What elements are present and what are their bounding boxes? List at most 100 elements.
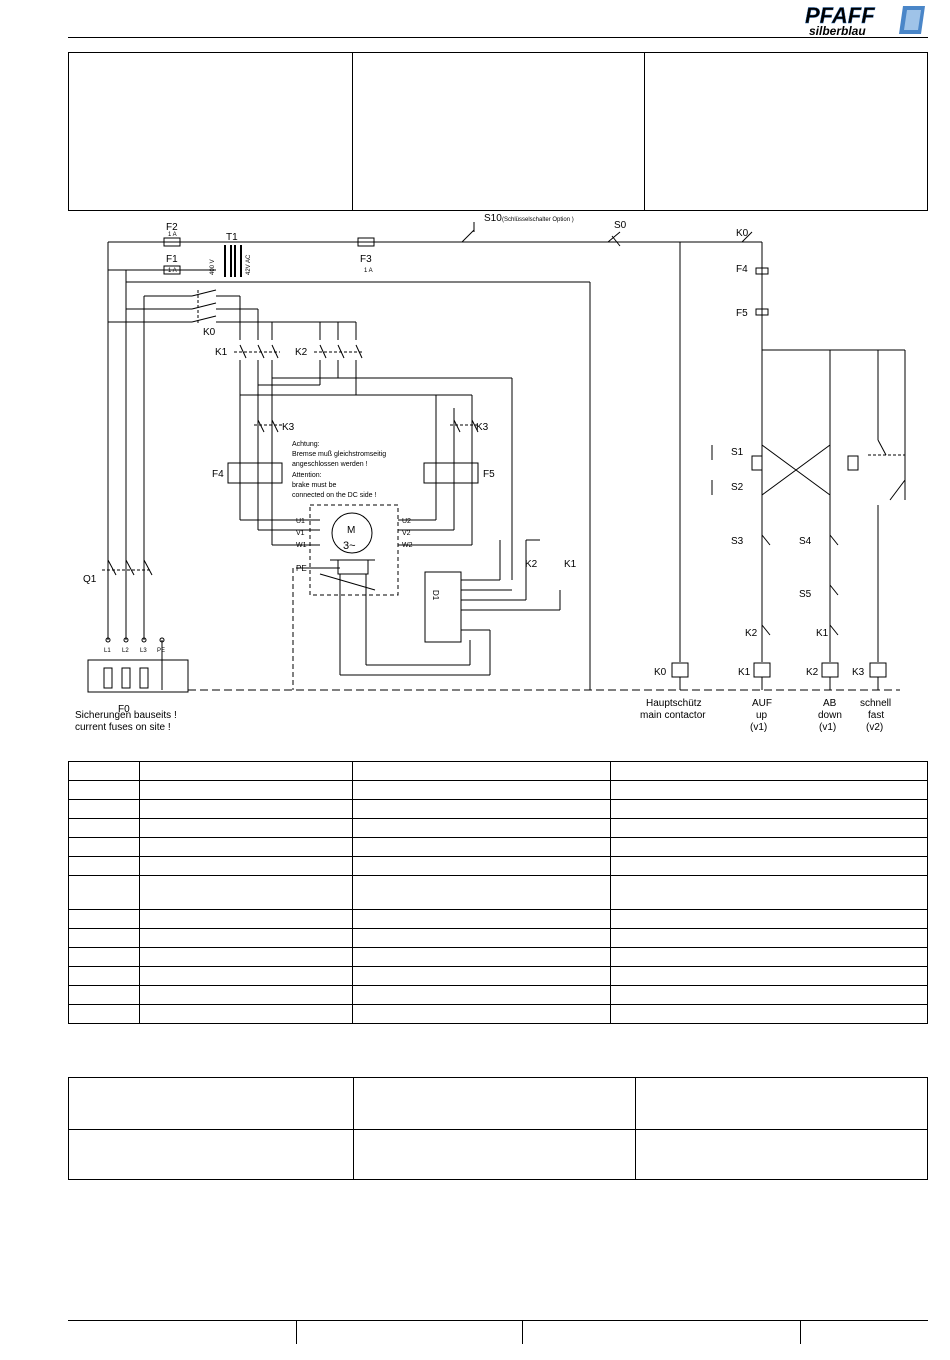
table-row: [68, 1129, 928, 1180]
coil-K2: [821, 662, 839, 678]
label-F4-top: F4: [736, 264, 748, 275]
label-U1: U1: [296, 518, 305, 525]
overload-F4: [227, 462, 283, 484]
title-block-divider: [644, 52, 645, 211]
fuses-note-en: current fuses on site !: [75, 722, 171, 733]
parts-list-table: [68, 761, 928, 1024]
label-PE-motor: PE: [296, 564, 307, 573]
label-K1-brake: K1: [564, 559, 577, 570]
label-S0: S0: [614, 220, 627, 231]
coil-K1: [753, 662, 771, 678]
table-row: [68, 875, 928, 910]
table-row: [68, 985, 928, 1005]
table-row: [68, 818, 928, 838]
table-row: [68, 928, 928, 948]
label-S4: S4: [799, 536, 812, 547]
footer-divider: [522, 1320, 523, 1344]
title-block-divider: [352, 52, 353, 211]
label-F3-rating: 1 A: [364, 268, 373, 274]
warning-de-3: angeschlossen werden !: [292, 461, 368, 468]
label-coil-K1: K1: [738, 667, 751, 678]
fuse-F3: [357, 237, 375, 247]
logo-text-top: PFAFF: [805, 4, 875, 28]
warning-en-1: Attention:: [292, 472, 322, 479]
label-T1-primary: 400 V: [210, 259, 216, 275]
label-K1: K1: [215, 347, 228, 358]
footer-rule: [68, 1320, 928, 1321]
label-motor-phase: 3~: [343, 540, 356, 552]
table-row: [68, 1004, 928, 1024]
warning-en-2: brake must be: [292, 482, 336, 489]
info-block: [68, 1077, 928, 1180]
table-row: [68, 837, 928, 857]
label-K2-brake: K2: [525, 559, 538, 570]
table-row: [68, 799, 928, 819]
table-row: [68, 947, 928, 967]
table-row: [68, 1077, 928, 1130]
caption-K2-de: AB: [823, 698, 837, 709]
warning-en-3: connected on the DC side !: [292, 492, 376, 499]
table-row: [68, 909, 928, 929]
label-F3: F3: [360, 254, 372, 265]
label-T1-secondary: 42V AC: [246, 254, 252, 275]
footer-divider: [296, 1320, 297, 1344]
header-rule: [68, 37, 928, 38]
logo-text-bottom: silberblau: [809, 24, 866, 38]
motor-box: [309, 504, 399, 596]
label-W1: W1: [296, 542, 307, 549]
table-row: [68, 761, 928, 781]
coil-K3: [869, 662, 887, 678]
label-S10-note: (Schlüsselschalter Option ): [502, 217, 574, 223]
label-S3: S3: [731, 536, 744, 547]
label-S1: S1: [731, 447, 744, 458]
label-U2: U2: [402, 518, 411, 525]
label-S2: S2: [731, 482, 744, 493]
label-K1-ctrl: K1: [816, 628, 829, 639]
caption-K2-en: down: [818, 710, 842, 721]
label-S10: S10: [484, 213, 502, 224]
label-Q1: Q1: [83, 574, 97, 585]
coil-K0: [671, 662, 689, 678]
label-K3-right: K3: [476, 422, 489, 433]
label-F0: F0: [118, 704, 130, 715]
label-K2-ctrl: K2: [745, 628, 758, 639]
caption-K3-de: schnell: [860, 698, 891, 709]
title-block: [68, 52, 928, 211]
label-K3-left: K3: [282, 422, 295, 433]
table-row: [68, 856, 928, 876]
label-PE-in: PE: [157, 648, 165, 654]
rectifier-D1: [424, 571, 462, 643]
label-K2: K2: [295, 347, 308, 358]
label-F2-rating: 1 A: [168, 232, 177, 238]
circuit-diagram: F2 1 A F1 1 A T1 400 V 42V AC F3 1 A S10…: [75, 213, 906, 733]
label-K0-top: K0: [736, 228, 749, 239]
caption-K0-de: Hauptschütz: [646, 698, 702, 709]
caption-K1-en: up: [756, 710, 768, 721]
label-F4: F4: [212, 469, 224, 480]
caption-K3-en: fast: [868, 710, 884, 721]
table-row: [68, 966, 928, 986]
label-coil-K3: K3: [852, 667, 865, 678]
label-T1: T1: [226, 232, 238, 243]
fuses-note-de: Sicherungen bauseits !: [75, 710, 177, 721]
label-L1: L1: [104, 648, 111, 654]
label-F2: F2: [166, 222, 178, 233]
warning-de-1: Achtung:: [292, 441, 320, 448]
label-motor-M: M: [347, 525, 355, 536]
label-F1-rating: 1 A: [168, 268, 177, 274]
label-K0: K0: [203, 327, 216, 338]
label-L2: L2: [122, 648, 129, 654]
label-F5: F5: [483, 469, 495, 480]
label-S5: S5: [799, 589, 812, 600]
label-coil-K0: K0: [654, 667, 667, 678]
caption-K1-v: (v1): [750, 722, 767, 733]
footer-divider: [800, 1320, 801, 1344]
label-W2: W2: [402, 542, 413, 549]
label-F5-top: F5: [736, 308, 748, 319]
pfaff-silberblau-logo: PFAFF silberblau: [803, 3, 927, 38]
fuse-F2: [163, 237, 181, 247]
caption-K2-v: (v1): [819, 722, 836, 733]
label-coil-K2: K2: [806, 667, 819, 678]
motor-symbol: [331, 512, 373, 554]
label-V1: V1: [296, 530, 305, 537]
